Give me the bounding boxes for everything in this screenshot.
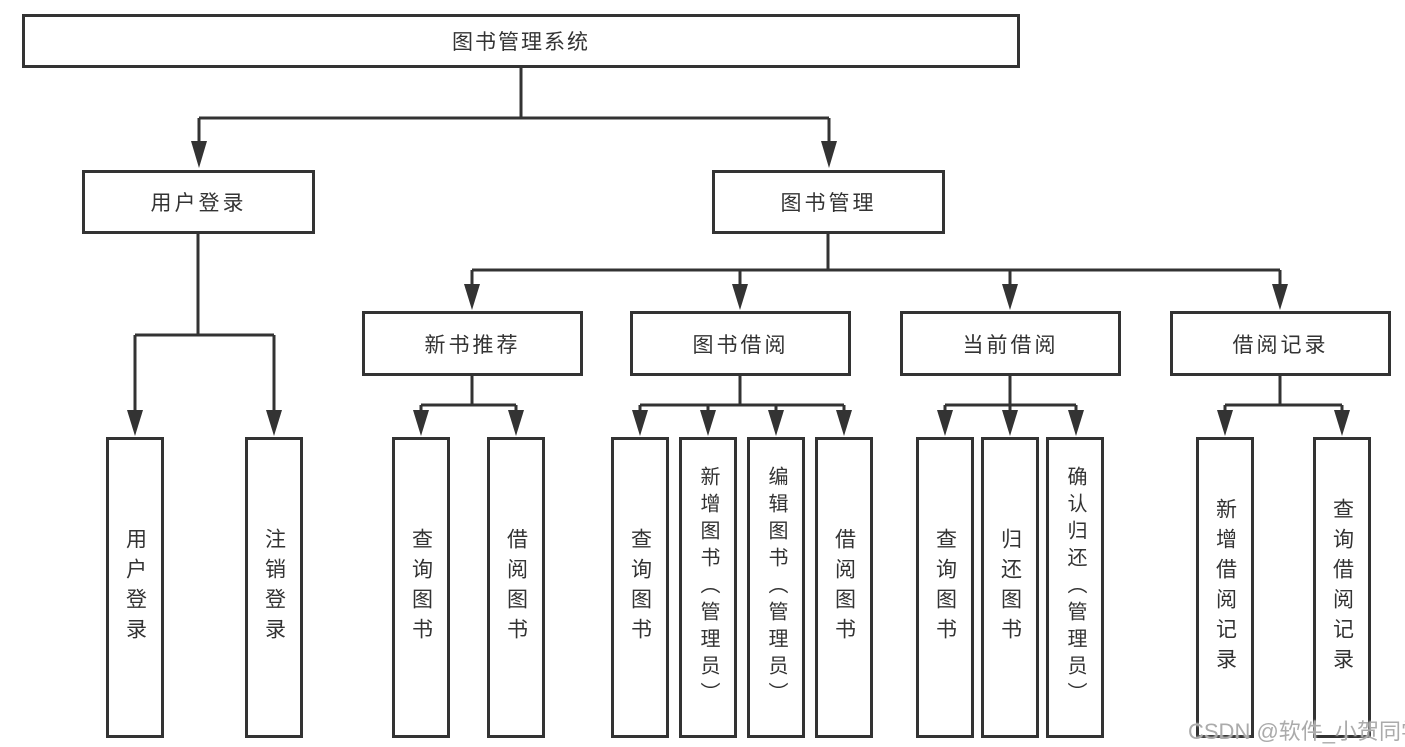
node-current-borrow: 当前借阅	[900, 311, 1121, 376]
leaf-user-login: 用户登录	[106, 437, 164, 738]
node-user-login: 用户登录	[82, 170, 315, 234]
leaf-query-books-1: 查询图书	[392, 437, 450, 738]
leaf-borrow-books-1: 借阅图书	[487, 437, 545, 738]
csdn-watermark: CSDN @软件_小贺同学	[1188, 719, 1405, 744]
node-book-management: 图书管理	[712, 170, 945, 234]
node-root: 图书管理系统	[22, 14, 1020, 68]
leaf-query-books-2: 查询图书	[611, 437, 669, 738]
leaf-return-books: 归还图书	[981, 437, 1039, 738]
node-book-borrow: 图书借阅	[630, 311, 851, 376]
leaf-edit-books-admin: 编辑图书（管理员）	[747, 437, 805, 738]
leaf-query-books-3: 查询图书	[916, 437, 974, 738]
node-new-book-recommend: 新书推荐	[362, 311, 583, 376]
leaf-add-borrow-record: 新增借阅记录	[1196, 437, 1254, 738]
leaf-logout: 注销登录	[245, 437, 303, 738]
leaf-borrow-books-2: 借阅图书	[815, 437, 873, 738]
leaf-query-borrow-record: 查询借阅记录	[1313, 437, 1371, 738]
node-borrow-record: 借阅记录	[1170, 311, 1391, 376]
leaf-confirm-return-admin: 确认归还（管理员）	[1046, 437, 1104, 738]
leaf-add-books-admin: 新增图书（管理员）	[679, 437, 737, 738]
